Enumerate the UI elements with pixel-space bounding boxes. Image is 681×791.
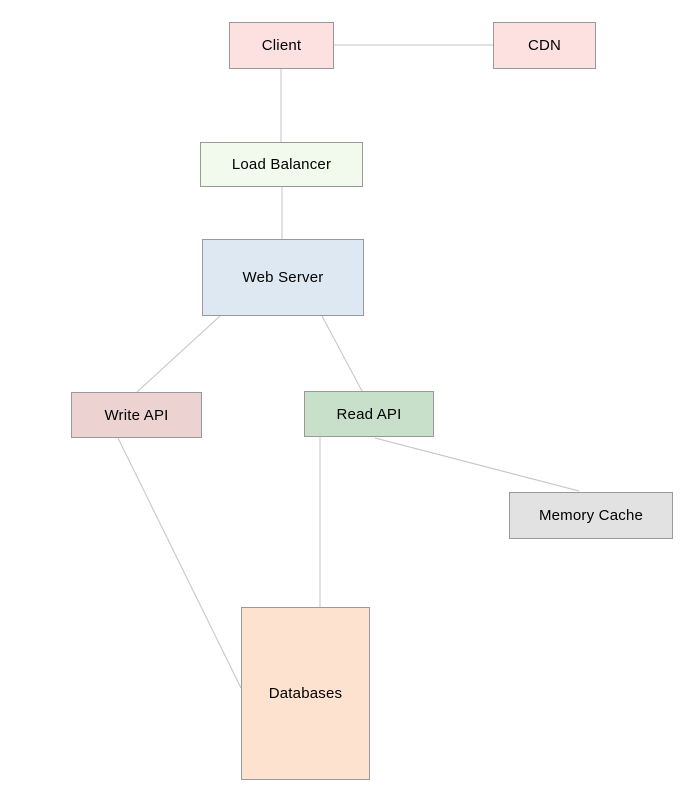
node-write-api[interactable]: Write API [71, 392, 202, 438]
node-cdn[interactable]: CDN [493, 22, 596, 69]
node-write-api-label: Write API [104, 406, 169, 424]
node-databases-label: Databases [268, 685, 343, 702]
node-client-label: Client [261, 37, 302, 54]
node-web-server[interactable]: Web Server [202, 239, 364, 316]
edge-read-api-memory-cache[interactable] [374, 437, 580, 492]
node-read-api[interactable]: Read API [304, 391, 434, 437]
node-client[interactable]: Client [229, 22, 334, 69]
node-load-balancer[interactable]: Load Balancer [200, 142, 363, 187]
node-web-server-label: Web Server [242, 269, 324, 286]
node-cdn-label: CDN [527, 37, 562, 54]
node-memory-cache[interactable]: Memory Cache [509, 492, 673, 539]
node-memory-cache-label: Memory Cache [538, 507, 644, 524]
edge-web-server-write-api[interactable] [136, 315, 221, 393]
node-load-balancer-label: Load Balancer [231, 156, 332, 173]
node-databases[interactable]: Databases [241, 607, 370, 780]
edge-web-server-read-api[interactable] [321, 315, 363, 392]
node-read-api-label: Read API [336, 405, 402, 423]
edge-write-api-databases[interactable] [117, 437, 242, 689]
